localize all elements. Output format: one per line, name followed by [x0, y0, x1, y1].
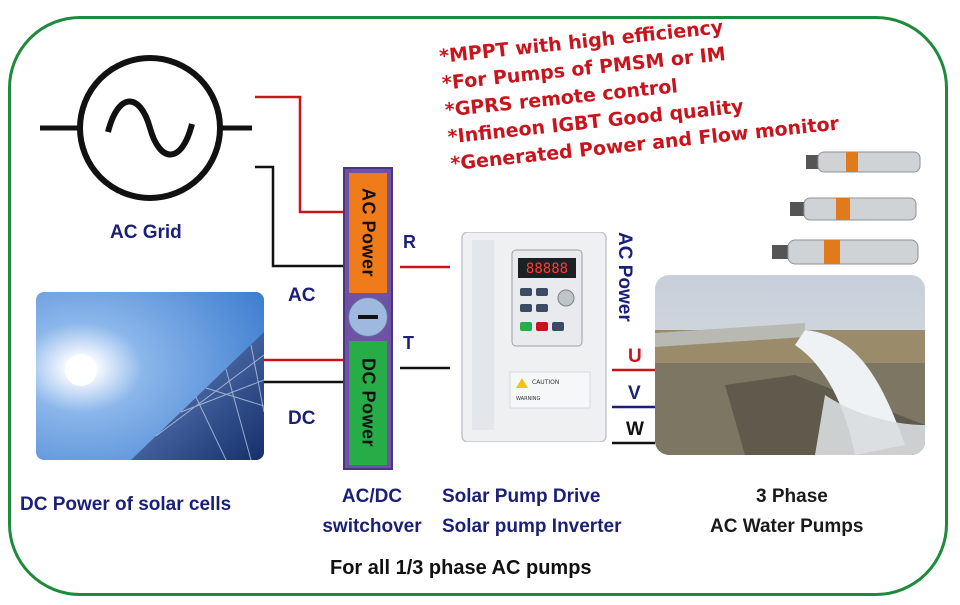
inverter-caption-line2: Solar pump Inverter: [442, 516, 622, 537]
ac-line-label: AC: [288, 285, 316, 306]
v-phase-label: V: [628, 383, 641, 404]
submersible-pump-image: [772, 239, 919, 265]
pumps-caption-line1: 3 Phase: [756, 486, 828, 507]
ac-power-text: AC Power: [358, 188, 379, 278]
inverter-caption-line1: Solar Pump Drive: [442, 486, 601, 507]
ac-red-wire: [255, 95, 343, 214]
u-phase-label: U: [628, 346, 642, 367]
w-phase-label: W: [626, 419, 644, 440]
submersible-pump-image: [806, 151, 921, 173]
ac-power-segment: AC Power: [349, 173, 387, 293]
sine-wave-icon: [105, 98, 195, 158]
switch-knob-icon[interactable]: [348, 297, 388, 337]
submersible-pump-image: [790, 197, 917, 221]
solar-panel-image: [36, 292, 264, 460]
water-pump-photo: [655, 275, 925, 455]
t-terminal-label: T: [403, 333, 414, 353]
ac-dc-switch[interactable]: AC Power DC Power: [343, 167, 393, 470]
ac-black-wire: [255, 165, 343, 268]
dc-line-label: DC: [288, 408, 316, 429]
dc-power-text: DC Power: [358, 358, 379, 448]
ac-grid-symbol: [40, 55, 252, 201]
inverter-warning-text: WARNING: [516, 396, 541, 402]
footer-text: For all 1/3 phase AC pumps: [330, 557, 592, 579]
r-terminal-label: R: [403, 232, 416, 252]
switchover-caption-line1: AC/DC: [341, 486, 403, 507]
rounded-border-frame: [8, 16, 948, 596]
ac-power-output-label: AC Power: [614, 232, 635, 322]
dc-power-segment: DC Power: [349, 341, 387, 465]
inverter-display-digits: 88888: [526, 261, 568, 277]
switchover-caption-line2: switchover: [322, 516, 422, 537]
solar-caption: DC Power of solar cells: [20, 494, 232, 515]
inverter-caution-text: CAUTION: [532, 379, 559, 386]
ac-grid-label: AC Grid: [110, 222, 182, 243]
pumps-caption-line2: AC Water Pumps: [710, 516, 864, 537]
solar-pump-inverter-image: 88888 CAUTION WARNING: [460, 231, 608, 443]
